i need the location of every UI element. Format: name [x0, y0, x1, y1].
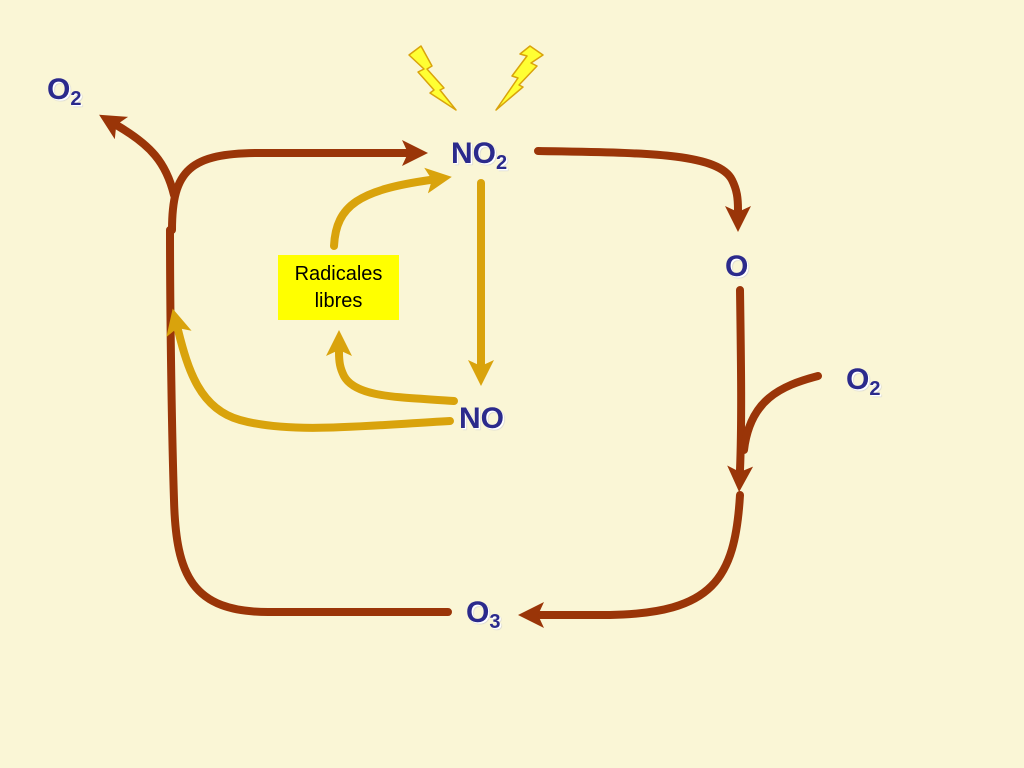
label-no2: NO2	[451, 137, 507, 174]
arrow-no-to-radicals	[326, 330, 458, 405]
arrow-o-down	[727, 286, 754, 492]
label-o2-right-main: O	[846, 363, 870, 396]
label-o-atom: O	[725, 252, 748, 282]
lightning-bolt-icon	[408, 45, 457, 111]
arrow-left-to-no2	[168, 140, 428, 234]
arrow-o2-join	[740, 372, 822, 454]
radicals-box: Radicales libres	[278, 255, 399, 320]
label-no: NO	[459, 404, 504, 434]
arrow-radicals-to-no2	[330, 167, 452, 250]
label-o2-left-main: O	[47, 73, 71, 106]
label-no2-main: NO	[451, 137, 496, 170]
label-o2-right: O2	[846, 363, 880, 400]
arrow-to-o2-left	[99, 114, 178, 199]
label-o3-subscript: 3	[489, 611, 501, 633]
label-o3: O3	[466, 596, 500, 633]
arrow-no-to-left	[166, 308, 454, 432]
arrow-no2-to-o	[534, 147, 751, 232]
radicals-label: Radicales libres	[294, 262, 383, 312]
label-o-atom-main: O	[725, 250, 749, 283]
label-o2-left: O2	[47, 73, 81, 110]
label-no-main: NO	[459, 402, 504, 435]
label-o2-right-subscript: 2	[869, 378, 881, 400]
label-o2-left-subscript: 2	[70, 88, 82, 110]
arrow-to-o3	[518, 491, 744, 628]
label-no2-subscript: 2	[496, 152, 508, 174]
label-o3-main: O	[466, 596, 490, 629]
lightning-bolt-icon	[495, 45, 544, 111]
